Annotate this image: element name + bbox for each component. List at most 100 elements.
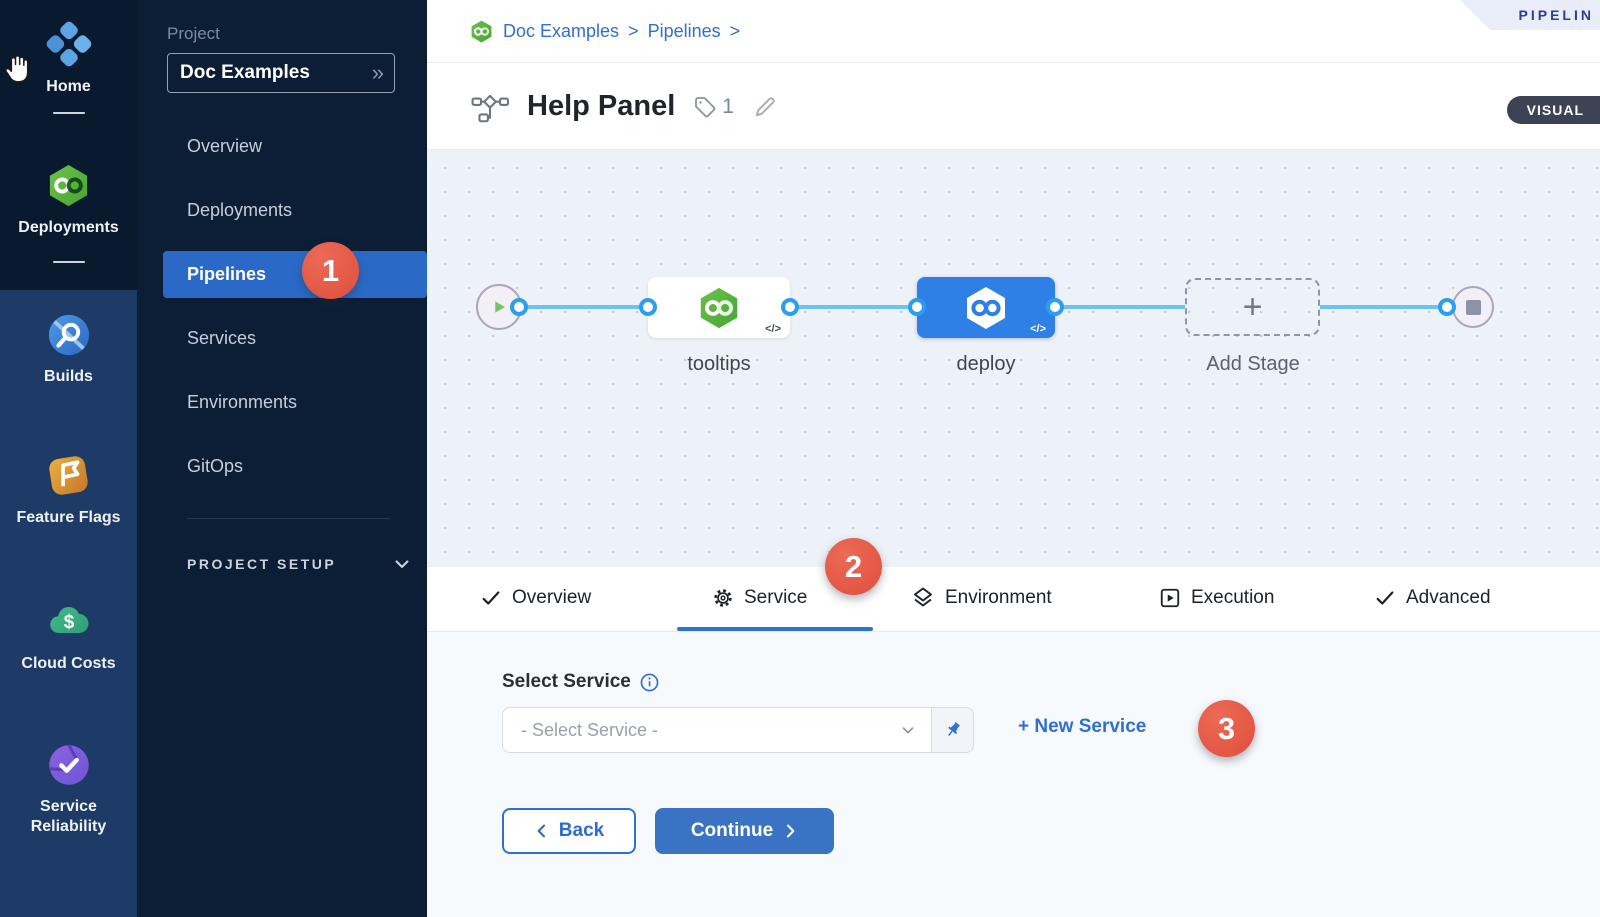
double-chevron-icon[interactable]: »: [371, 60, 384, 85]
tab-environment[interactable]: Environment: [911, 567, 1052, 629]
breadcrumb-link-pipelines[interactable]: Pipelines: [647, 21, 721, 41]
select-service-label: Select Service: [502, 671, 660, 693]
pipeline-end-node[interactable]: [1452, 286, 1494, 328]
stage-node-deploy-selected[interactable]: </>: [917, 277, 1055, 338]
rail-label-home: Home: [46, 78, 91, 95]
select-service-field[interactable]: - Select Service -: [502, 707, 932, 753]
svg-text:$: $: [63, 612, 74, 633]
chevron-left-icon: [537, 824, 545, 838]
rail-item-deployments[interactable]: Deployments: [0, 162, 137, 238]
edit-pencil-icon[interactable]: [752, 94, 778, 120]
sidebar-item-gitops[interactable]: GitOps: [187, 456, 244, 476]
ci-module-icon: [48, 314, 89, 356]
back-button[interactable]: Back: [502, 808, 636, 854]
stage-label-deploy: deploy: [956, 353, 1016, 375]
hand-cursor-icon: [1, 50, 35, 86]
select-service-placeholder: - Select Service -: [521, 719, 659, 740]
connector-port[interactable]: [639, 298, 657, 316]
breadcrumb-bar: Doc Examples > Pipelines > PIPELIN: [427, 0, 1600, 63]
edge-start-tooltips: [519, 305, 648, 309]
sidebar-item-overview[interactable]: Overview: [187, 136, 263, 156]
connector-port[interactable]: [510, 298, 528, 316]
add-stage-label: Add Stage: [1206, 353, 1300, 375]
sidebar-item-environments[interactable]: Environments: [187, 392, 298, 412]
project-section-label: Project: [167, 24, 220, 43]
tab-overview[interactable]: Overview: [480, 567, 591, 629]
feature-flags-module-icon: [49, 456, 88, 495]
gear-icon: [714, 589, 732, 607]
visual-yaml-toggle[interactable]: VISUAL: [1506, 96, 1600, 124]
select-service-dropdown[interactable]: - Select Service -: [502, 707, 974, 753]
chevron-down-icon: [902, 727, 914, 734]
pin-service-button[interactable]: [932, 707, 974, 753]
stop-icon: [1465, 299, 1481, 315]
rail-label-deployments: Deployments: [18, 219, 119, 236]
environment-layers-icon: [914, 587, 932, 607]
info-icon[interactable]: [639, 672, 660, 693]
sidebar-divider: [187, 518, 390, 519]
connector-port[interactable]: [1438, 298, 1456, 316]
cd-breadcrumb-icon: [471, 20, 492, 43]
cloud-costs-module-icon: $: [49, 606, 88, 633]
rail-label-feature-flags: Feature Flags: [16, 509, 121, 526]
annotation-badge-2: 2: [825, 538, 882, 595]
breadcrumb-separator: >: [628, 21, 639, 41]
harness-logo-icon: [46, 21, 91, 67]
cd-module-icon: [49, 164, 88, 207]
new-service-link[interactable]: + New Service: [1018, 716, 1147, 737]
pipeline-studio-ribbon: PIPELIN: [1460, 0, 1600, 30]
cd-stage-icon: [700, 287, 738, 328]
edge-addstage-end: [1320, 305, 1447, 309]
project-name: Doc Examples: [180, 62, 310, 83]
chevron-right-icon: [787, 824, 795, 838]
tag-count: 1: [722, 94, 734, 118]
connector-port[interactable]: [908, 298, 926, 316]
breadcrumb-separator: >: [729, 21, 741, 41]
connector-port[interactable]: [781, 298, 799, 316]
project-selector[interactable]: Doc Examples »: [167, 53, 395, 93]
tab-execution[interactable]: Execution: [1159, 567, 1274, 629]
rail-item-home[interactable]: Home: [0, 20, 137, 97]
code-glyph: </>: [765, 323, 781, 335]
rail-item-feature-flags[interactable]: Feature Flags: [0, 452, 137, 528]
code-glyph: </>: [1030, 323, 1046, 335]
chevron-down-icon: [395, 560, 409, 568]
main-content: Doc Examples > Pipelines > PIPELIN: [427, 0, 1600, 917]
pipeline-header: Help Panel 1 VISUAL: [427, 63, 1600, 150]
rail-item-builds[interactable]: Builds: [0, 312, 137, 387]
cd-stage-icon: [967, 286, 1005, 329]
active-tab-indicator: [677, 627, 873, 631]
module-rail: Home Deployments Builds: [0, 0, 137, 917]
add-stage-button[interactable]: +: [1185, 278, 1320, 336]
project-sidebar: Project Doc Examples » Overview Deployme…: [137, 0, 427, 917]
breadcrumb-link-project[interactable]: Doc Examples: [503, 21, 620, 41]
rail-divider: [53, 112, 85, 114]
rail-item-cloud-costs[interactable]: $ Cloud Costs: [0, 597, 137, 674]
annotation-badge-3: 3: [1198, 700, 1255, 757]
stage-label-tooltips: tooltips: [687, 353, 751, 375]
service-reliability-module-icon: [48, 744, 89, 785]
tab-advanced[interactable]: Advanced: [1374, 567, 1491, 629]
rail-label-builds: Builds: [44, 368, 93, 385]
sidebar-item-services[interactable]: Services: [187, 328, 257, 348]
plus-icon: +: [1242, 287, 1263, 326]
tags-button[interactable]: 1: [693, 95, 734, 119]
tag-icon: [695, 96, 716, 117]
continue-button[interactable]: Continue: [655, 808, 834, 854]
sidebar-item-deployments[interactable]: Deployments: [187, 200, 293, 220]
edge-deploy-addstage: [1055, 305, 1185, 309]
rail-label-cloud-costs: Cloud Costs: [21, 655, 116, 672]
rail-item-service-reliability[interactable]: Service Reliability: [0, 742, 137, 837]
connector-port[interactable]: [1046, 298, 1064, 316]
stage-node-tooltips[interactable]: </>: [648, 277, 790, 338]
project-setup-accordion[interactable]: PROJECT SETUP: [187, 554, 412, 574]
pipeline-canvas[interactable]: </> </> + tooltips: [427, 150, 1600, 567]
rail-label-service-reliability: Service Reliability: [30, 798, 107, 835]
check-icon: [1376, 591, 1394, 605]
breadcrumb: Doc Examples > Pipelines >: [469, 19, 740, 44]
sidebar-item-pipelines-active[interactable]: Pipelines: [163, 251, 427, 298]
execution-play-icon: [1160, 588, 1180, 608]
tab-service-active[interactable]: Service: [712, 567, 807, 629]
pipeline-icon: [471, 94, 509, 122]
